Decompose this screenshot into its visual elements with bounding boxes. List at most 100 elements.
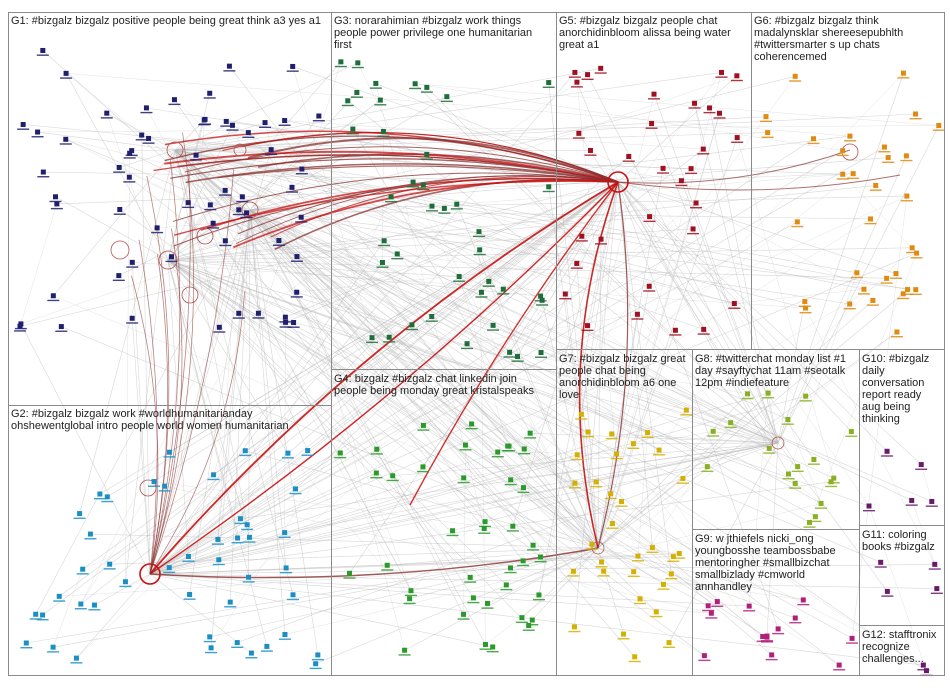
vertex-underline [874,566,887,568]
vertex-underline [500,588,513,591]
vertex-underline [542,190,555,193]
vertex-node [913,111,919,117]
vertex-underline [715,76,728,78]
vertex-underline [756,640,769,642]
vertex-node [242,448,248,454]
vertex-node [444,94,450,100]
vertex-underline [532,598,545,601]
edge [249,209,602,563]
vertex-underline [517,564,530,567]
vertex-node [647,214,653,220]
edge-strong [149,159,181,575]
hub-node [181,286,199,304]
vertex-underline [572,137,585,139]
vertex-underline [595,243,608,245]
group-box-g5 [556,12,752,350]
vertex-underline [278,124,291,126]
vertex-underline [615,505,628,507]
edge [149,395,806,575]
edge [167,96,447,261]
vertex-underline [295,173,308,175]
vertex-underline [897,297,910,300]
edge-strong [149,181,619,575]
vertex-node [384,562,390,568]
edge [617,181,770,449]
edge [174,149,735,304]
vertex-underline [643,290,656,292]
vertex-node [185,200,191,206]
edge [617,75,738,183]
vertex-node [769,652,775,658]
vertex-underline [36,54,49,56]
vertex-node [536,592,542,598]
vertex-underline [846,642,859,644]
edge [169,442,779,568]
vertex-underline [763,452,776,454]
vertex-node [678,178,684,184]
vertex-node [619,498,625,504]
edge [633,442,779,444]
vertex-underline [289,492,302,495]
vertex-underline [290,260,303,262]
vertex-node [734,135,740,141]
vertex-underline [20,647,33,649]
vertex-underline [100,117,113,119]
vertex-node [893,271,899,277]
vertex-underline [231,646,244,649]
vertex-underline [467,601,480,604]
vertex-node [585,72,591,78]
vertex-node [803,393,809,399]
vertex-node [714,599,720,605]
vertex-underline [711,605,724,607]
edge [694,103,704,150]
edge [149,138,814,575]
vertex-node [786,471,792,477]
edge [249,209,932,502]
vertex-underline [663,646,676,649]
edge [285,181,619,318]
vertex-underline [350,96,363,98]
edge [174,149,604,572]
vertex-underline [534,560,547,563]
hub-node [196,227,214,245]
vertex-node [589,541,595,547]
vertex-node [538,554,544,560]
edge [285,181,619,323]
group-label-g8: G8: #twitterchat monday list #1 day #say… [695,353,847,389]
vertex-underline [31,136,44,138]
vertex-node [227,599,233,605]
edge [637,432,648,557]
vertex-underline [219,244,232,247]
edge-strong [578,181,619,549]
vertex-node [854,270,860,276]
vertex-node [598,236,604,242]
vertex-node [507,565,513,571]
vertex-node [746,603,752,609]
vertex-underline [385,200,398,203]
hub-node [110,240,130,260]
edge [509,352,748,395]
edge [76,573,151,659]
vertex-node [734,73,740,79]
vertex-underline [148,485,161,487]
vertex-underline [915,468,928,470]
vertex-underline [231,542,244,544]
edge [149,452,341,575]
edge [167,240,226,261]
edge [167,259,887,279]
vertex-underline [791,470,804,473]
edge [149,423,472,575]
vertex-underline [657,588,670,590]
edge [240,196,392,519]
edge [174,68,601,151]
vertex-node [526,623,532,629]
vertex-underline [809,520,822,523]
vertex-underline [76,573,89,575]
vertex-underline [703,111,716,114]
vertex-underline [205,651,218,654]
edge [167,259,541,297]
vertex-node [91,602,97,608]
vertex-underline [386,479,399,482]
vertex-node [316,113,322,119]
edge [617,181,672,574]
